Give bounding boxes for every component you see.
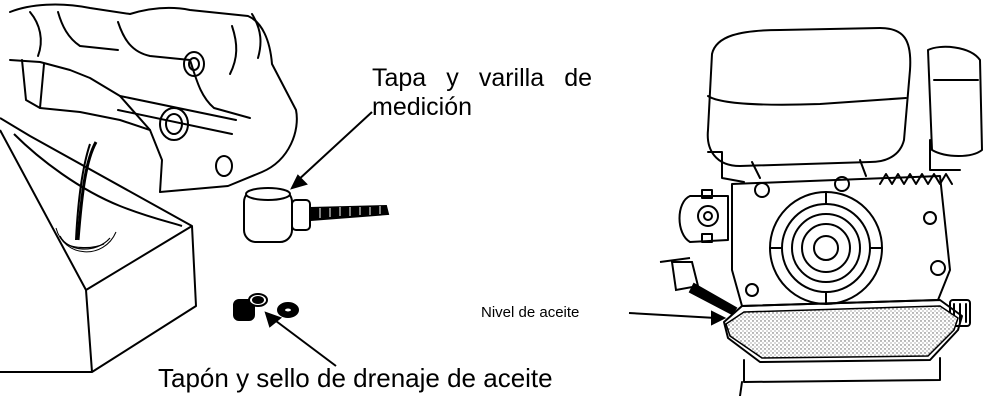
right-dipstick-drawing (659, 257, 738, 316)
dipstick-cap-label-line1: Tapa y varilla de (372, 64, 592, 92)
dipstick-cap-label: Tapa y varilla de medición (372, 64, 592, 122)
engine-front-drawing (678, 27, 983, 396)
drain-plug-label: Tapón y sello de drenaje de aceite (158, 363, 553, 393)
engine-block-drawing (9, 3, 298, 193)
oil-level-label: Nivel de aceite (481, 304, 580, 321)
drain-plug-drawing (233, 293, 299, 321)
drain-pan-drawing (0, 117, 197, 373)
oil-level-fill (725, 305, 959, 359)
leader-lines-left (264, 111, 373, 367)
dipstick-cap-label-line2: medición (372, 92, 473, 121)
oil-stream-drawing (55, 141, 117, 253)
dipstick-drawing (243, 187, 390, 243)
oil-level-leader (628, 310, 727, 326)
